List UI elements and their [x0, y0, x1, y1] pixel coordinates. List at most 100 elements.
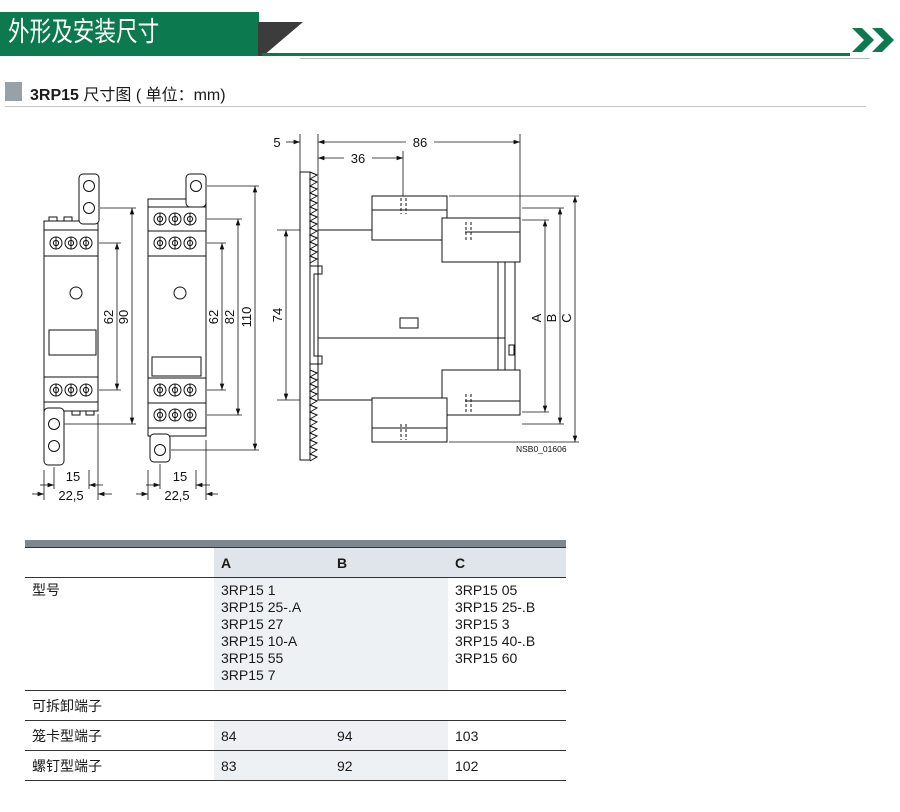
- bottom-mounting-tab: [43, 407, 65, 466]
- model-number: 3RP15 60: [455, 650, 518, 666]
- model-number: 3RP15 25-.A: [221, 599, 302, 615]
- table-row-screw: 螺钉型端子 83 92 102: [25, 750, 566, 781]
- dim-label-110: 110: [239, 307, 254, 328]
- row-label-model: 型号: [25, 577, 214, 691]
- screw-terminal: [64, 236, 78, 250]
- mounting-plate-serration: [308, 171, 319, 462]
- table-row-model: 型号 3RP15 1 3RP15 25-.A 3RP15 27 3RP15 10…: [25, 577, 566, 691]
- bottom-terminal-cover: [43, 401, 99, 412]
- page-title: 外形及安装尺寸: [8, 17, 160, 48]
- cage-clamp-a: 84: [214, 720, 330, 751]
- cage-clamp-b: 94: [330, 720, 448, 751]
- row-label-screw: 螺钉型端子: [25, 750, 214, 781]
- bottom-terminal-cover: [147, 427, 207, 437]
- model-number: 3RP15 55: [221, 650, 284, 666]
- relay-front-view-single: [43, 173, 100, 466]
- models-b-cell: [330, 577, 448, 691]
- screw-terminal: [153, 212, 167, 226]
- dim-label-36: 36: [351, 151, 365, 166]
- header-decoration: [258, 22, 894, 59]
- screw-terminal: [183, 236, 197, 250]
- cover-notch: [48, 216, 58, 222]
- screw-terminal: [49, 383, 63, 397]
- dimensions-side-view: 5 86 36 74 A B C NSB0_01606: [270, 134, 579, 454]
- screw-terminal: [79, 236, 93, 250]
- setting-knob: [173, 286, 187, 300]
- screw-terminals: [49, 212, 197, 422]
- dim-label-62: 62: [101, 310, 116, 324]
- cage-clamp-c: 103: [448, 720, 566, 751]
- label-window: [151, 356, 202, 377]
- header-wedge: [258, 22, 303, 56]
- model-number: 3RP15 7: [221, 667, 276, 683]
- dim-label-b: B: [544, 314, 559, 323]
- section-marker: [5, 82, 22, 101]
- bottom-mounting-tab: [149, 433, 171, 463]
- dimensions-front-view-double: 62 82 110 15 22,5: [136, 185, 259, 503]
- dim-label-a: A: [529, 313, 544, 322]
- screw-terminal: [64, 383, 78, 397]
- mounting-hole: [154, 444, 166, 456]
- header-banner: [0, 12, 259, 56]
- lower-terminal-cover: [441, 369, 521, 416]
- table-top-bar-cell: [25, 540, 566, 548]
- models-a-cell: 3RP15 1 3RP15 25-.A 3RP15 27 3RP15 10-A …: [214, 577, 330, 691]
- screw-terminal: [153, 383, 167, 397]
- screw-terminal: [168, 236, 182, 250]
- screw-terminal: [168, 212, 182, 226]
- header-cell-blank: [25, 547, 214, 578]
- models-c-cell: 3RP15 05 3RP15 25-.B 3RP15 3 3RP15 40-.B…: [448, 577, 566, 691]
- dim-label-86: 86: [413, 135, 427, 150]
- screw-c: 102: [448, 750, 566, 781]
- mounting-hole: [190, 180, 202, 192]
- screw-terminal: [183, 383, 197, 397]
- cover-notch: [71, 410, 81, 416]
- screw-terminal: [79, 383, 93, 397]
- model-number: 3RP15 1: [221, 582, 276, 598]
- lower-terminal-block: [371, 397, 448, 443]
- screw-terminal: [168, 383, 182, 397]
- section-title: 3RP15 尺寸图 ( 单位：mm): [30, 86, 226, 106]
- relay-side-view: [299, 171, 521, 462]
- screw-b: 92: [330, 750, 448, 781]
- dim-label-15: 15: [173, 469, 187, 484]
- dimension-drawing: 62 90 15 22,5 62 82 110 15 22,5: [32, 134, 579, 503]
- model-number: 3RP15 10-A: [221, 633, 298, 649]
- dim-label-5: 5: [273, 135, 280, 150]
- model-number: 3RP15 25-.B: [455, 599, 536, 615]
- dimension-table: A B C 型号 3RP15 1 3RP15 25-.A 3RP15 27 3R…: [25, 540, 566, 781]
- chevron-icon: [852, 28, 874, 52]
- upper-terminal-block: [371, 195, 448, 241]
- top-mounting-tab: [78, 173, 100, 225]
- side-latch: [508, 344, 515, 356]
- header-green-rule: [262, 53, 850, 56]
- header-cell-b: B: [330, 547, 448, 578]
- dim-label-15: 15: [66, 469, 80, 484]
- din-mounting-plate: [299, 171, 311, 461]
- din-rail-profile: [310, 265, 323, 365]
- dim-label-c: C: [559, 313, 574, 322]
- setting-knob: [69, 286, 83, 300]
- table-row-cage-clamp: 笼卡型端子 84 94 103: [25, 720, 566, 751]
- screw-terminal: [49, 236, 63, 250]
- screw-terminal: [183, 408, 197, 422]
- table-header-row: A B C: [25, 547, 566, 578]
- screw-a: 83: [214, 750, 330, 781]
- model-number: 3RP15 05: [455, 582, 518, 598]
- mounting-hole: [83, 180, 95, 192]
- section-title-text: 尺寸图 ( 单位：mm): [78, 87, 226, 104]
- dim-label-82: 82: [222, 310, 237, 324]
- double-chevron-right-icon[interactable]: [852, 28, 894, 52]
- cover-notch: [63, 216, 73, 222]
- mounting-hole: [48, 418, 60, 430]
- indicator-slot: [399, 317, 419, 329]
- dim-label-22-5: 22,5: [164, 488, 189, 503]
- mounting-hole: [48, 440, 60, 452]
- model-number: 3RP15 3: [455, 616, 510, 632]
- dim-label-22-5: 22,5: [58, 488, 83, 503]
- screw-terminal: [153, 408, 167, 422]
- relay-front-view-double: [147, 173, 207, 463]
- top-mounting-tab: [185, 173, 207, 208]
- section-rule: [5, 106, 866, 107]
- section-title-model: 3RP15: [30, 87, 79, 104]
